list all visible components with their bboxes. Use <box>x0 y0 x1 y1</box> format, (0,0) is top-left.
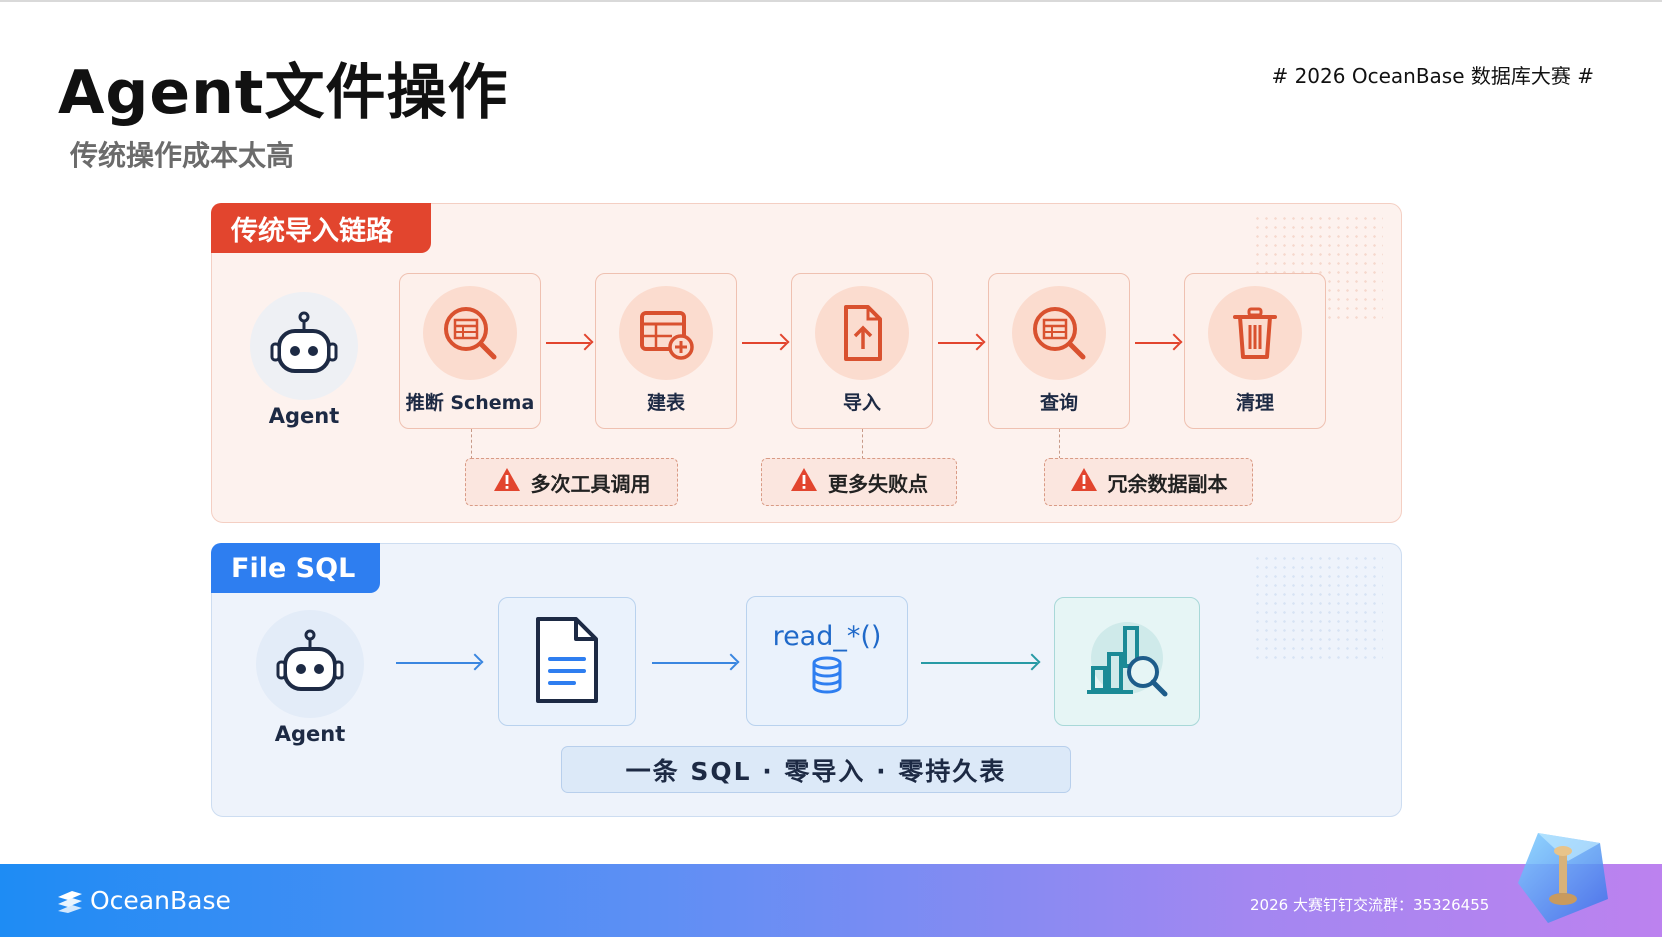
step-import: 导入 <box>791 273 933 429</box>
flow-arrow <box>546 342 590 344</box>
page-title: Agent文件操作 <box>58 58 509 128</box>
warning-label: 冗余数据副本 <box>1107 471 1228 496</box>
file-upload-icon <box>815 286 909 380</box>
robot-icon <box>256 610 364 718</box>
agent-label: Agent <box>268 404 340 428</box>
trash-icon <box>1208 286 1302 380</box>
traditional-tag: 传统导入链路 <box>211 203 431 253</box>
step-label: 导入 <box>842 392 881 414</box>
page-subtitle: 传统操作成本太高 <box>70 139 295 172</box>
warning-icon <box>493 467 521 497</box>
chart-search-icon <box>1079 620 1175 704</box>
top-divider <box>0 0 1662 2</box>
flow-arrow <box>396 662 480 664</box>
decorative-dots <box>1253 554 1383 664</box>
read-function-label: read_*() <box>772 620 882 652</box>
warning-box: 冗余数据副本 <box>1044 458 1253 506</box>
step-cleanup: 清理 <box>1184 273 1326 429</box>
oceanbase-logo-icon <box>58 890 82 913</box>
brand-name: OceanBase <box>90 886 231 915</box>
agent-file-sql: Agent <box>250 610 370 746</box>
table-search-icon <box>423 286 517 380</box>
warning-label: 更多失败点 <box>828 471 928 496</box>
dashed-connector <box>471 429 472 459</box>
warning-label: 多次工具调用 <box>530 471 651 496</box>
group-info: 2026 大赛钉钉交流群：35326455 <box>1250 896 1490 914</box>
warning-icon <box>1070 467 1098 497</box>
file-sql-summary: 一条 SQL · 零导入 · 零持久表 <box>561 746 1071 793</box>
file-sql-tag: File SQL <box>211 543 380 593</box>
step-create-table: 建表 <box>595 273 737 429</box>
step-label: 清理 <box>1235 392 1274 414</box>
table-search-icon <box>1012 286 1106 380</box>
oceanbase-logo: OceanBase <box>56 886 231 915</box>
agent-traditional: Agent <box>244 292 364 428</box>
step-query: 查询 <box>988 273 1130 429</box>
step-label: 推断 Schema <box>405 392 535 414</box>
warning-icon <box>790 467 818 497</box>
robot-icon <box>250 292 358 400</box>
step-infer-schema: 推断 Schema <box>399 273 541 429</box>
contest-tag: # 2026 OceanBase 数据库大赛 # <box>1271 64 1594 88</box>
file-box <box>498 597 636 726</box>
table-add-icon <box>619 286 713 380</box>
warning-box: 更多失败点 <box>761 458 957 506</box>
flow-arrow <box>1135 342 1179 344</box>
result-box <box>1054 597 1200 726</box>
agent-label: Agent <box>274 722 346 746</box>
database-icon <box>810 656 844 698</box>
trophy-cube-icon <box>1508 823 1618 933</box>
dashed-connector <box>862 429 863 459</box>
read-function-box: read_*() <box>746 596 908 726</box>
warning-box: 多次工具调用 <box>465 458 678 506</box>
flow-arrow <box>921 662 1037 664</box>
footer-bar: OceanBase 2026 大赛钉钉交流群：35326455 <box>0 864 1662 937</box>
flow-arrow <box>742 342 786 344</box>
step-label: 建表 <box>646 392 685 414</box>
document-icon <box>532 615 602 709</box>
flow-arrow <box>652 662 736 664</box>
step-label: 查询 <box>1039 392 1078 414</box>
flow-arrow <box>938 342 982 344</box>
dashed-connector <box>1059 429 1060 459</box>
